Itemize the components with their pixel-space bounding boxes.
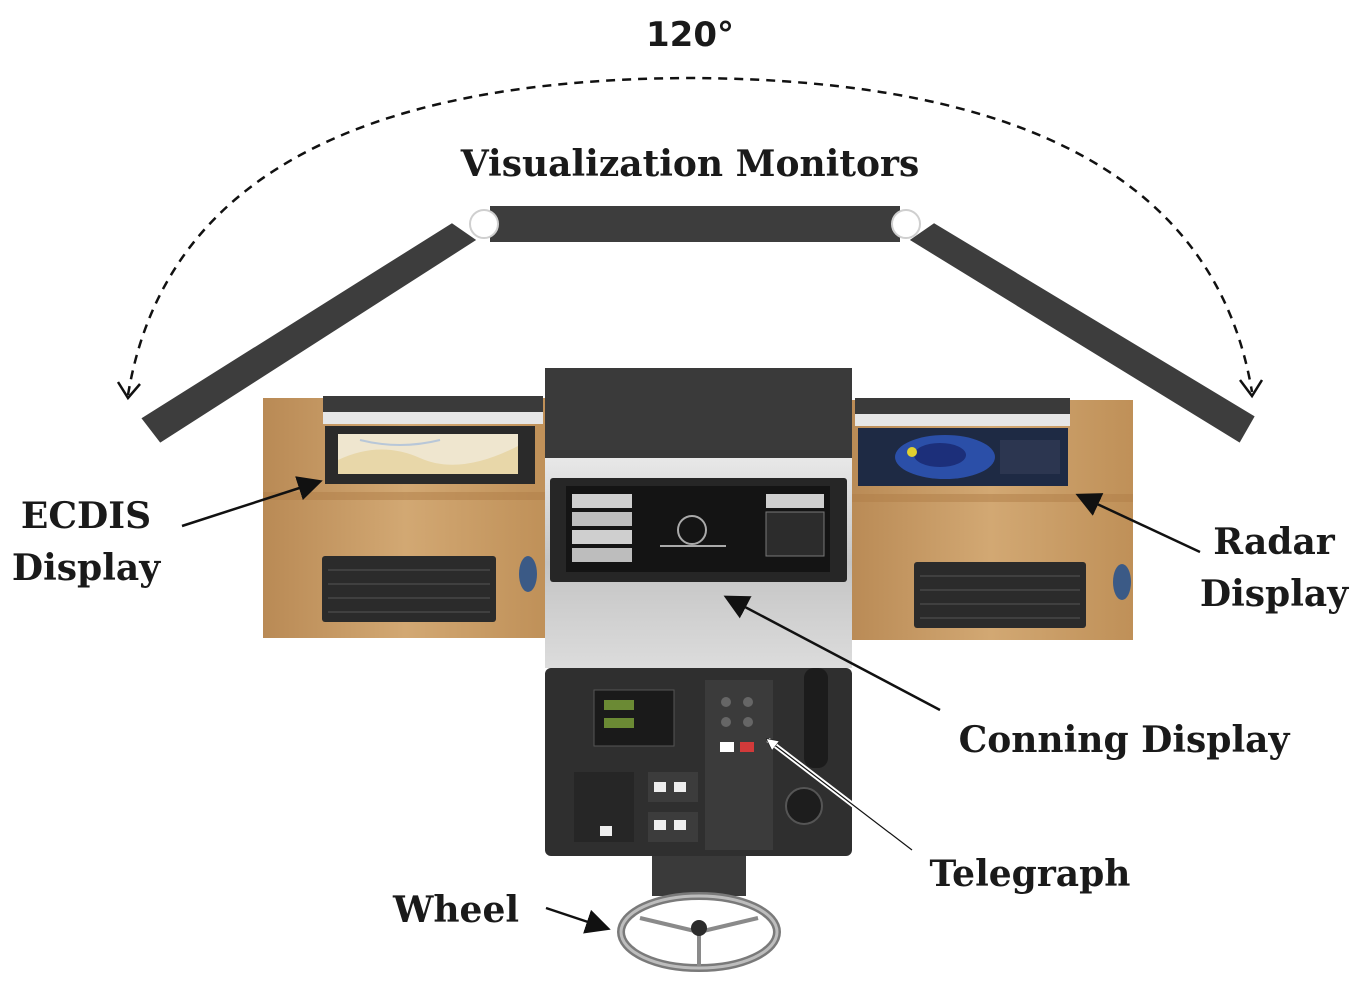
radar-console — [848, 398, 1133, 640]
label-radar-line1: Radar — [1213, 521, 1336, 563]
wheel — [617, 856, 781, 972]
ecdis-keyboard — [322, 556, 496, 622]
ecdis-console — [263, 396, 548, 638]
arrow-radar — [1075, 493, 1201, 554]
center-console — [545, 368, 852, 856]
radar-trackball — [1113, 564, 1131, 600]
visualization-monitors — [138, 206, 1258, 446]
arrow-wheel — [545, 906, 611, 934]
monitor-right — [906, 220, 1258, 446]
arrow-ecdis — [181, 476, 323, 528]
label-visualization-monitors: Visualization Monitors — [460, 143, 919, 185]
arrow-conning — [723, 595, 941, 712]
ecdis-trackball — [519, 556, 537, 592]
monitor-left — [138, 220, 480, 446]
telegraph-button — [740, 742, 754, 752]
label-ecdis-line1: ECDIS — [21, 495, 151, 537]
label-ecdis-line2: Display — [12, 547, 161, 589]
field-of-view-arc — [126, 76, 1254, 396]
label-conning-display: Conning Display — [959, 719, 1291, 761]
label-radar-line2: Display — [1200, 573, 1349, 615]
angle-label: 120° — [646, 15, 734, 55]
monitor-center — [490, 206, 900, 242]
arc-arrow-right — [1239, 379, 1264, 399]
arrow-telegraph-outline — [768, 740, 913, 851]
arc-arrow-left — [116, 381, 141, 401]
telegraph-lever — [804, 668, 828, 768]
radar-keyboard — [914, 562, 1086, 628]
label-wheel: Wheel — [392, 889, 519, 931]
label-telegraph: Telegraph — [930, 853, 1131, 895]
